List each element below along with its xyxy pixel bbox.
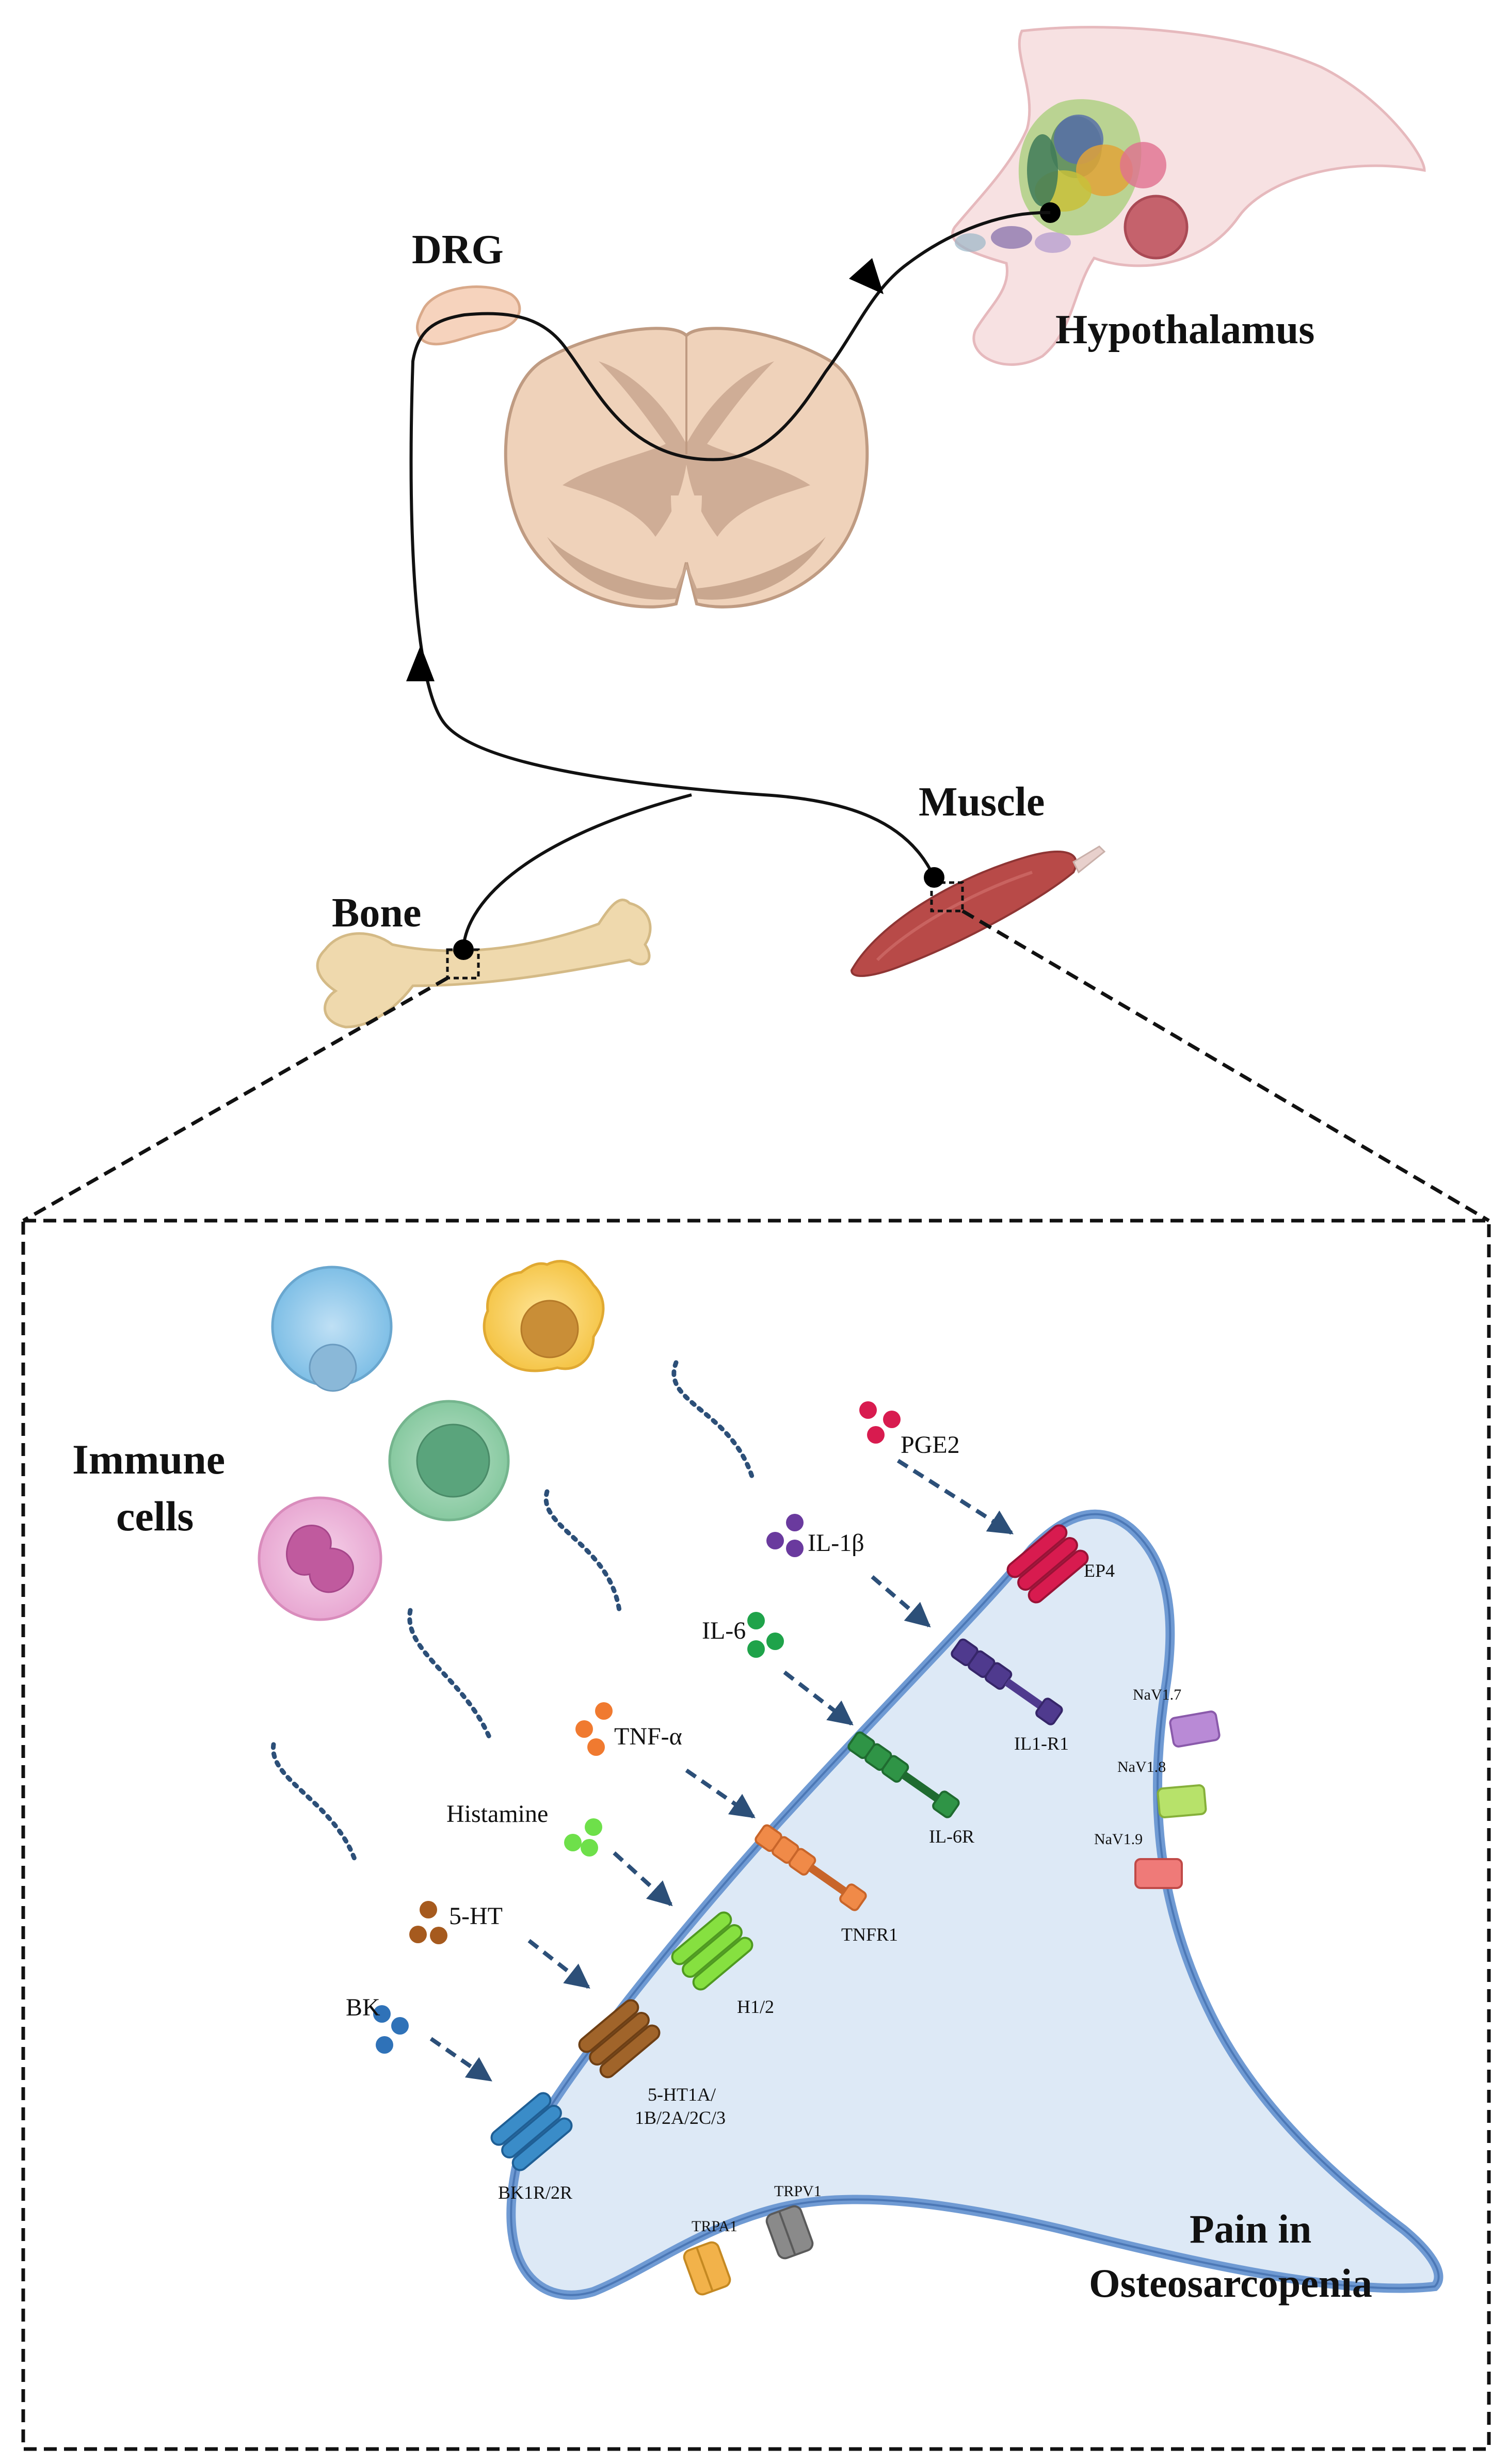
neuron-terminal bbox=[506, 1509, 1443, 2300]
bk-receptor-icon bbox=[490, 2092, 573, 2171]
detail-panel bbox=[21, 1219, 1491, 2451]
5ht-dots-icon bbox=[409, 1901, 447, 1944]
nav19-label: NaV1.9 bbox=[1094, 1831, 1143, 1848]
immune-cells bbox=[258, 1260, 605, 1621]
nerve-pathway bbox=[409, 211, 1051, 950]
panel-title-line2: Osteosarcopenia bbox=[1089, 2261, 1372, 2306]
secretion-waves bbox=[271, 1360, 756, 1866]
h12-receptor-icon bbox=[671, 1911, 753, 1991]
nav18-channel-icon bbox=[1157, 1784, 1207, 1818]
5ht-receptor-icon bbox=[578, 1999, 661, 2078]
il1b-dots-icon bbox=[766, 1514, 804, 1557]
nav19-channel-icon bbox=[1134, 1858, 1183, 1889]
muscle-nerve-node bbox=[924, 867, 944, 888]
hypothalamus-illustration bbox=[951, 26, 1426, 366]
muscle-illustration bbox=[850, 845, 1106, 977]
bone-nerve-node bbox=[453, 939, 474, 960]
lymphocyte-nucleus-icon bbox=[309, 1343, 357, 1392]
immune-cells-label-line2: cells bbox=[116, 1493, 194, 1540]
muscle-label: Muscle bbox=[919, 779, 1045, 825]
muscle-zoom-line bbox=[961, 909, 1490, 1223]
bk-receptor-label: BK1R/2R bbox=[498, 2182, 572, 2203]
histamine-dots-icon bbox=[564, 1818, 602, 1857]
nav18-label: NaV1.8 bbox=[1117, 1758, 1166, 1775]
monocyte-nucleus-icon bbox=[416, 1423, 490, 1498]
histamine-label: Histamine bbox=[446, 1800, 548, 1828]
hypothalamus-label: Hypothalamus bbox=[1055, 307, 1314, 353]
tnfa-dots-icon bbox=[575, 1702, 613, 1756]
tnfa-label: TNF-α bbox=[614, 1723, 682, 1750]
il6-label: IL-6 bbox=[702, 1617, 746, 1644]
tnfr1-receptor-icon bbox=[755, 1824, 867, 1911]
spinal-cord-illustration bbox=[504, 327, 869, 609]
bone-focus-box bbox=[446, 948, 480, 980]
bone-zoom-line bbox=[22, 976, 448, 1223]
tnfr1-label: TNFR1 bbox=[841, 1924, 898, 1945]
h12-label: H1/2 bbox=[737, 1996, 774, 2017]
immune-cells-label-line1: Immune bbox=[72, 1436, 225, 1483]
mediator-arrows bbox=[429, 1459, 1014, 2082]
upward-arrow-icon bbox=[406, 645, 435, 681]
5ht-receptor-label-line2: 1B/2A/2C/3 bbox=[635, 2107, 726, 2128]
mast-cell-nucleus-icon bbox=[520, 1300, 579, 1358]
trpa1-channel-icon bbox=[683, 2241, 731, 2296]
il6-dots-icon bbox=[747, 1612, 784, 1658]
ascending-arrow-icon bbox=[849, 258, 884, 294]
bone-label: Bone bbox=[332, 890, 421, 936]
trpv1-channel-icon bbox=[765, 2205, 814, 2260]
5ht-label: 5-HT bbox=[449, 1902, 503, 1930]
5ht-receptor-label-line1: 5-HT1A/ bbox=[648, 2084, 716, 2105]
il1b-label: IL-1β bbox=[808, 1529, 864, 1557]
neutrophil-nucleus-icon bbox=[286, 1525, 354, 1593]
il1r1-label: IL1-R1 bbox=[1014, 1733, 1069, 1754]
panel-title-line1: Pain in bbox=[1190, 2206, 1311, 2251]
pge2-dots-icon bbox=[859, 1401, 901, 1444]
il6r-receptor-icon bbox=[847, 1731, 960, 1818]
nav17-label: NaV1.7 bbox=[1133, 1686, 1181, 1703]
il6r-label: IL-6R bbox=[929, 1826, 974, 1847]
bk-label: BK bbox=[346, 1994, 380, 2021]
ep4-label: EP4 bbox=[1084, 1560, 1115, 1581]
pge2-label: PGE2 bbox=[901, 1431, 960, 1459]
ep4-receptor-icon bbox=[1006, 1524, 1089, 1604]
il1r1-receptor-icon bbox=[951, 1638, 1063, 1725]
trpv1-label: TRPV1 bbox=[774, 2183, 822, 2200]
drg-label: DRG bbox=[412, 227, 504, 273]
bk-dots-icon bbox=[373, 2005, 409, 2054]
nav17-channel-icon bbox=[1169, 1710, 1221, 1748]
trpa1-label: TRPA1 bbox=[692, 2218, 737, 2235]
